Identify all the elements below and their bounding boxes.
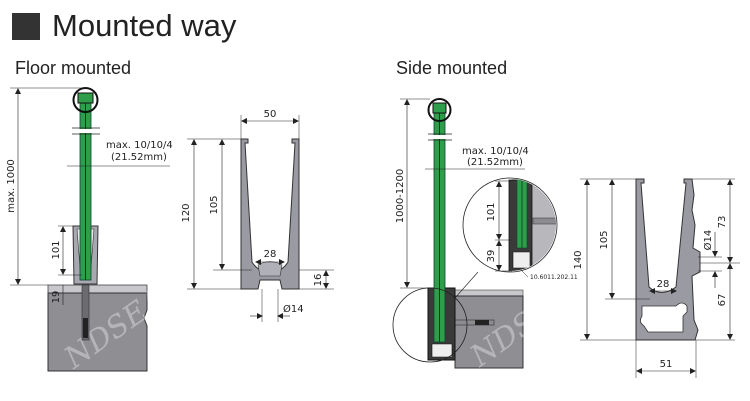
floor-shoe-depth-dimension: 101 [51, 240, 62, 259]
side-mounted-heading: Side mounted [396, 58, 508, 78]
side-profile-section: 140 105 28 73 67 Ø14 51 [573, 178, 740, 378]
anchor-bolt-tip [83, 318, 88, 338]
anchor-bolt [81, 284, 90, 341]
side-mounted-assembly: NDSEA max. 10/10/4 (21.52mm) 1000-1200 [392, 98, 578, 375]
floor-profile-hole-dimension: Ø14 [283, 303, 304, 315]
floor-profile-base-dimension: 16 [313, 274, 324, 287]
side-profile-height-dimension: 140 [573, 250, 584, 269]
floor-profile-section: 50 120 105 28 16 Ø14 [181, 109, 334, 322]
floor-glass-thickness: (21.52mm) [111, 152, 167, 163]
side-detail-lower-dimension: 39 [486, 250, 497, 263]
side-glass-panel [433, 105, 446, 343]
side-profile-shape [635, 178, 701, 341]
side-profile-inner-height-dimension: 105 [599, 230, 610, 249]
side-profile-lower-dimension: 67 [717, 294, 728, 307]
side-profile-upper-dimension: 73 [717, 216, 728, 229]
floor-slab [47, 284, 148, 372]
floor-glass-spec: max. 10/10/4 [106, 140, 173, 151]
floor-mounted-heading: Floor mounted [15, 58, 132, 78]
side-detail-upper-dimension: 101 [486, 202, 497, 221]
side-detail-callout: 101 39 10.6011.202.11 [462, 177, 578, 281]
page-title: Mounted way [52, 8, 237, 43]
header-square-icon [12, 13, 40, 40]
side-profile-inner-width-dimension: 28 [657, 279, 670, 290]
glass-panel [79, 95, 92, 281]
side-glass-thickness: (21.52mm) [467, 157, 523, 168]
side-height-dimension: 1000-1200 [395, 169, 406, 224]
floor-profile-height-dimension: 120 [181, 203, 192, 222]
side-handrail-cap [427, 98, 452, 122]
floor-height-dimension: max. 1000 [6, 159, 17, 213]
floor-profile-width-dimension: 50 [264, 109, 277, 120]
side-profile-hole-dimension: Ø14 [702, 230, 714, 251]
floor-profile-inner-width-dimension: 28 [264, 249, 277, 260]
floor-mounted-assembly: NDSEA max. 10/10/4 (21.52mm) max. 1000 1 [6, 87, 173, 376]
floor-profile-inner-height-dimension: 105 [209, 195, 220, 214]
side-glass-spec: max. 10/10/4 [462, 146, 529, 157]
side-profile-width-dimension: 51 [660, 359, 673, 370]
part-number: 10.6011.202.11 [530, 274, 578, 281]
floor-depth-dimension: 19 [51, 291, 62, 304]
